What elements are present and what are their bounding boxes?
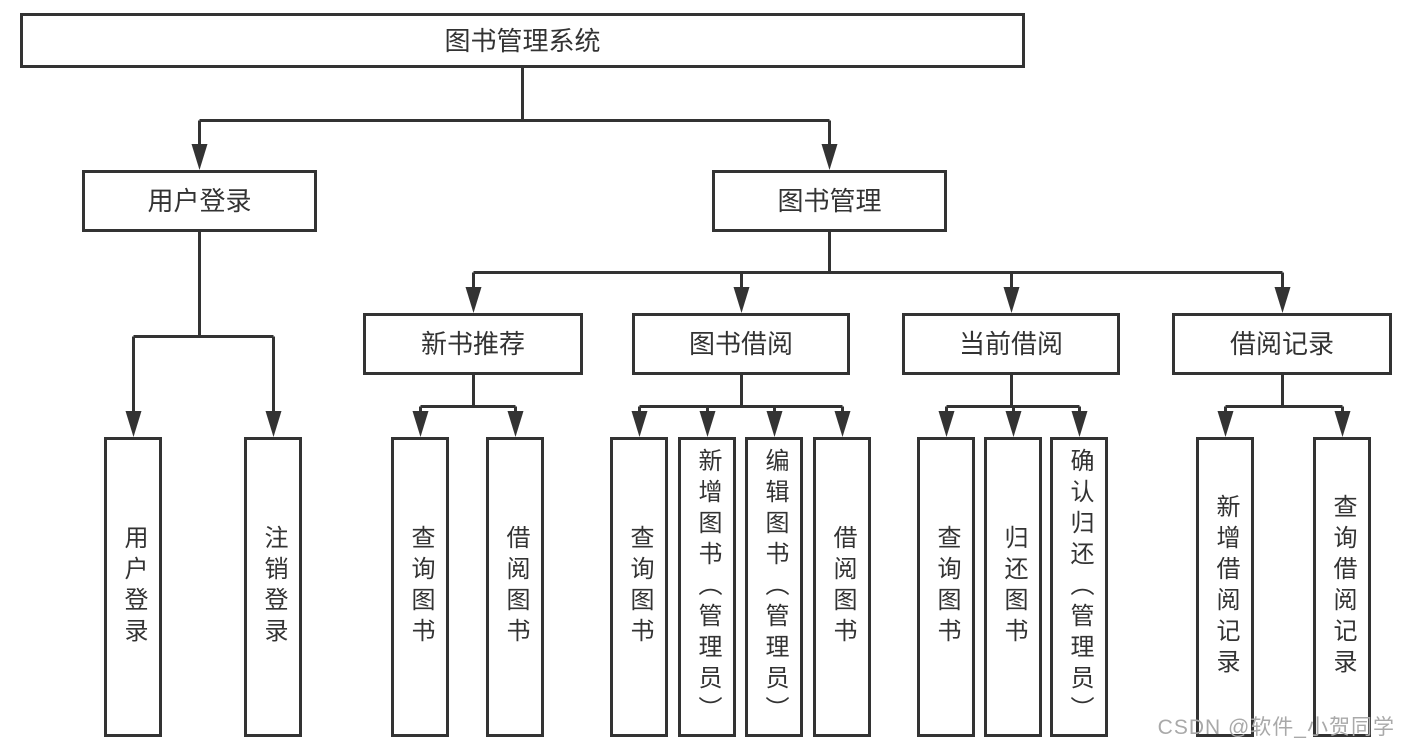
leaf-query-borrow-record: 查询借阅记录 [1313, 437, 1371, 737]
node-label: 新书推荐 [420, 329, 525, 359]
leaf-add-books-admin: 新增图书（管理员） [678, 437, 736, 737]
node-label: 查询图书 [407, 525, 434, 649]
node-current-borrow: 当前借阅 [902, 313, 1120, 375]
node-label: 新增借阅记录 [1212, 494, 1239, 680]
node-borrow-records: 借阅记录 [1172, 313, 1392, 375]
node-label: 图书借阅 [688, 329, 793, 359]
node-label: 新增图书（管理员） [694, 447, 721, 727]
leaf-add-borrow-record: 新增借阅记录 [1196, 437, 1254, 737]
leaf-return-books: 归还图书 [984, 437, 1042, 737]
node-label: 图书管理 [777, 186, 882, 216]
node-label: 借阅记录 [1229, 329, 1334, 359]
leaf-user-login: 用户登录 [104, 437, 162, 737]
node-label: 用户登录 [147, 186, 252, 216]
node-book-borrow: 图书借阅 [632, 313, 850, 375]
node-label: 编辑图书（管理员） [761, 447, 788, 727]
node-label: 归还图书 [1000, 525, 1027, 649]
leaf-edit-books-admin: 编辑图书（管理员） [745, 437, 803, 737]
node-label: 当前借阅 [958, 329, 1063, 359]
watermark: CSDN @软件_小贺同学 [1157, 716, 1395, 739]
node-root-system: 图书管理系统 [20, 13, 1025, 68]
node-label: 借阅图书 [829, 525, 856, 649]
node-label: 查询借阅记录 [1329, 494, 1356, 680]
node-new-book-recommend: 新书推荐 [363, 313, 583, 375]
node-label: 确认归还（管理员） [1066, 447, 1093, 727]
node-label: 查询图书 [626, 525, 653, 649]
leaf-logout: 注销登录 [244, 437, 302, 737]
leaf-recommend-borrow-books: 借阅图书 [486, 437, 544, 737]
node-user-login: 用户登录 [82, 170, 317, 232]
node-label: 查询图书 [933, 525, 960, 649]
leaf-confirm-return-admin: 确认归还（管理员） [1050, 437, 1108, 737]
node-label: 图书管理系统 [444, 25, 601, 56]
leaf-recommend-query-books: 查询图书 [391, 437, 449, 737]
node-label: 借阅图书 [502, 525, 529, 649]
leaf-current-query-books: 查询图书 [917, 437, 975, 737]
node-book-management: 图书管理 [712, 170, 947, 232]
leaf-borrow-books: 借阅图书 [813, 437, 871, 737]
node-label: 用户登录 [120, 525, 147, 649]
node-label: 注销登录 [260, 525, 287, 649]
leaf-borrow-query-books: 查询图书 [610, 437, 668, 737]
